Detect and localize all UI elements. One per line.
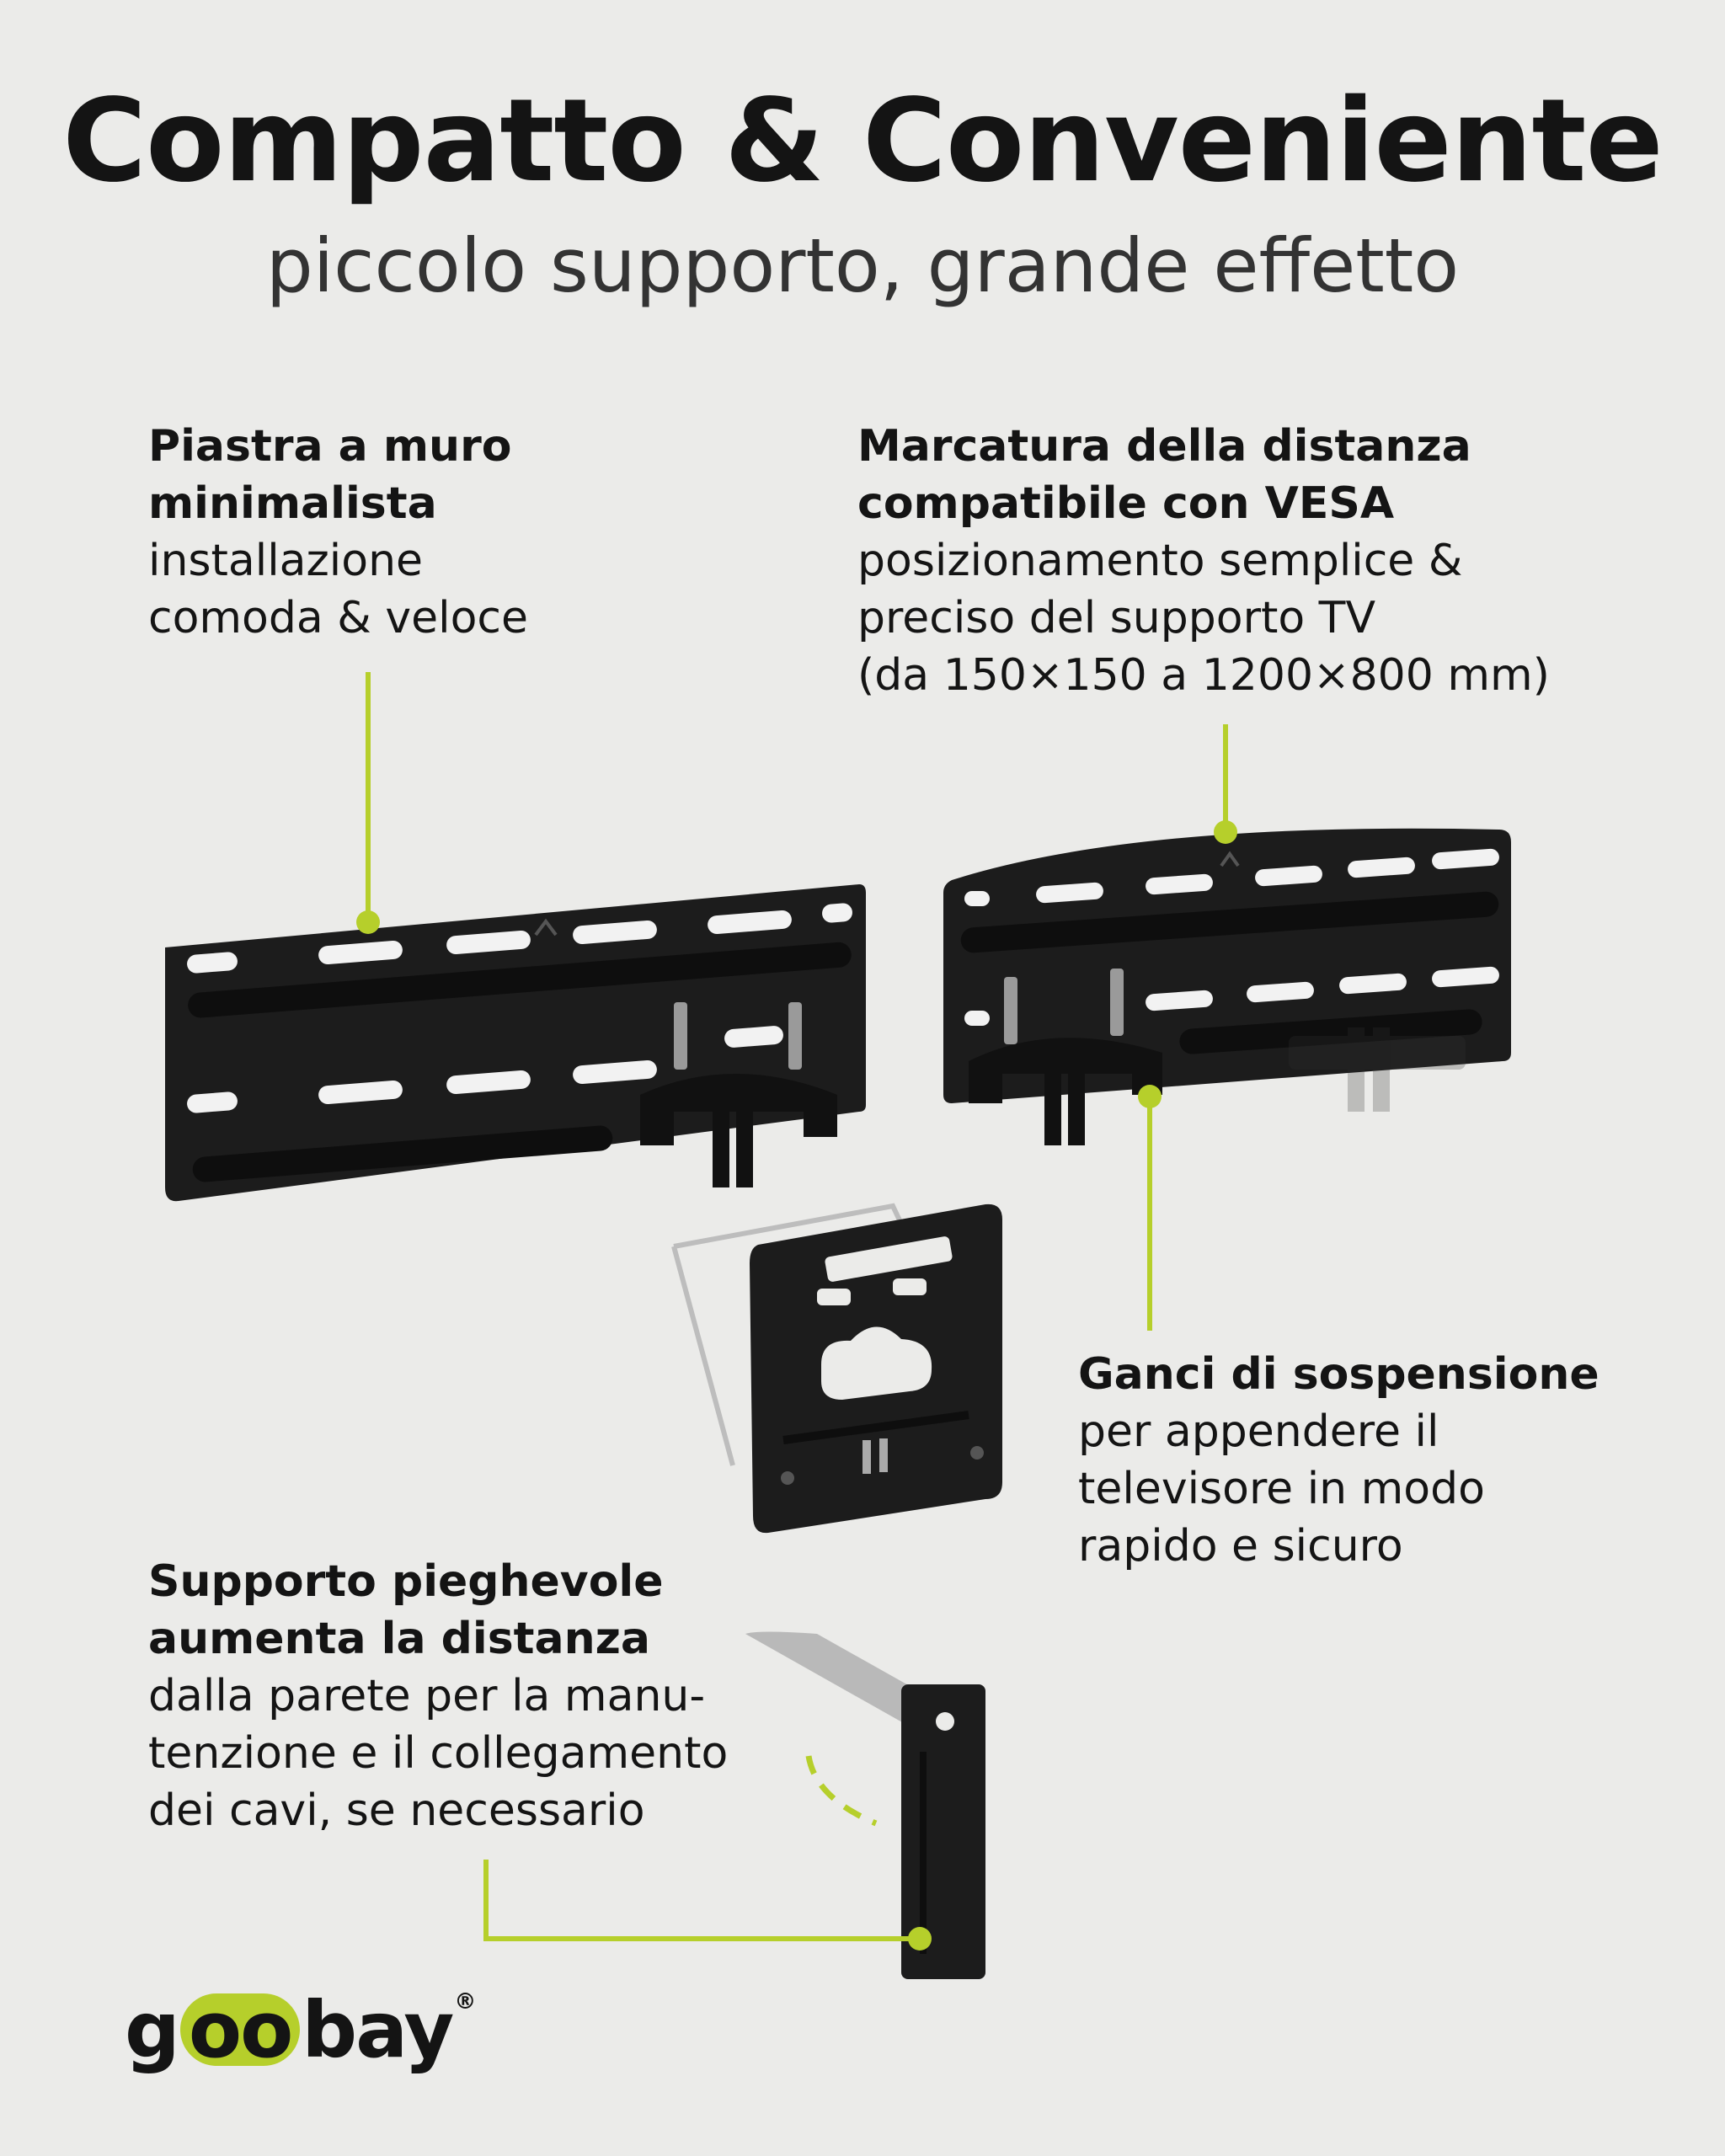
registered-mark: ® — [454, 1989, 476, 2015]
feature-text: dei cavi, se necessario — [148, 1785, 645, 1836]
feature-heading: Piastra a muro — [148, 421, 512, 472]
feature-heading: minimalista — [148, 478, 437, 529]
feature-text: dalla parete per la manu- — [148, 1671, 706, 1721]
logo-text: bay — [302, 1984, 454, 2075]
feature-text: posizionamento semplice & — [857, 536, 1463, 586]
callout-lines — [366, 672, 1228, 1941]
logo-highlight: oo — [179, 1985, 301, 2075]
page-title: Compatto & Conveniente — [62, 75, 1664, 208]
feature-text: comoda & veloce — [148, 593, 528, 643]
feature-heading: Supporto pieghevole — [148, 1556, 664, 1607]
callout-dots — [356, 820, 1237, 1951]
feature-text: preciso del supporto TV — [857, 593, 1376, 643]
page-subtitle: piccolo supporto, grande effetto — [265, 222, 1460, 309]
wall-plate-slots — [964, 848, 1499, 1026]
feature-hooks: Ganci di sospensione per appendere il te… — [1078, 1346, 1599, 1575]
fold-arc-indicator — [805, 1755, 878, 1827]
feature-vesa-marking: Marcatura della distanza compatibile con… — [857, 418, 1550, 704]
feature-text: tenzione e il collegamento — [148, 1728, 729, 1779]
wall-plate-left — [165, 884, 866, 1202]
logo-text: g — [125, 1984, 180, 2075]
feature-heading: Ganci di sospensione — [1078, 1349, 1599, 1400]
feature-foldable-support: Supporto pieghevole aumenta la distanza … — [148, 1553, 728, 1839]
wall-plate-right — [943, 828, 1511, 1145]
wall-plate-slots — [187, 903, 852, 1113]
foldable-support — [745, 1631, 985, 1979]
feature-heading: aumenta la distanza — [148, 1614, 650, 1664]
feature-text: installazione — [148, 536, 424, 586]
tv-hanging-bracket — [671, 1203, 1002, 1534]
goobay-logo: g oo bay ® — [125, 1979, 476, 2080]
feature-heading: Marcatura della distanza — [857, 421, 1471, 472]
feature-wall-plate: Piastra a muro minimalista installazione… — [148, 418, 528, 647]
feature-text: per appendere il — [1078, 1406, 1439, 1457]
feature-text: televisore in modo — [1078, 1464, 1485, 1514]
feature-text: rapido e sicuro — [1078, 1521, 1403, 1572]
feature-heading: compatibile con VESA — [857, 478, 1395, 529]
feature-text: (da 150×150 a 1200×800 mm) — [857, 650, 1550, 701]
